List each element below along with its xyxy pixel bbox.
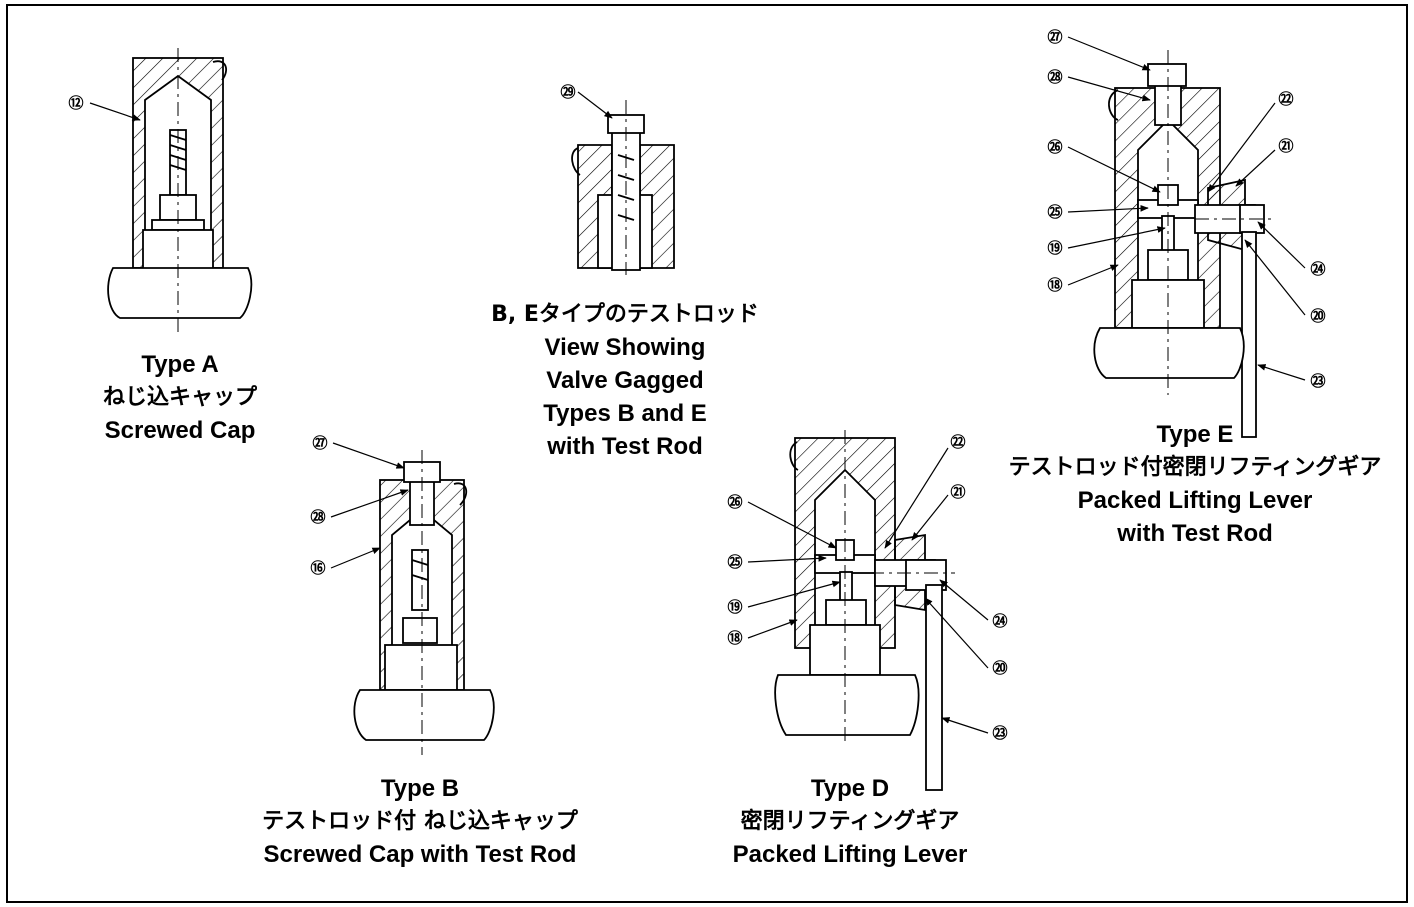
callout-type-e-8: ㉔	[1310, 260, 1325, 278]
gagged-jp: B, Eタイプのテストロッド	[491, 302, 759, 327]
type-e-title: Type E	[1156, 421, 1234, 448]
type-e-jp: テストロッド付密閉リフティングギア	[1008, 455, 1382, 480]
callout-type-b-1: ㉘	[310, 508, 325, 526]
type-d-jp: 密閉リフティングギア	[740, 809, 960, 834]
callout-type-d-3: ⑱	[727, 629, 742, 647]
sheet-border	[6, 4, 1408, 903]
callout-type-e-3: ㉕	[1047, 203, 1062, 221]
callout-gagged-0: ㉙	[560, 83, 575, 101]
gagged-line-2: Valve Gagged	[546, 367, 704, 394]
gagged-caption: B, Eタイプのテストロッド View Showing Valve Gagged…	[470, 298, 780, 463]
type-a-caption: Type A ねじ込キャップ Screwed Cap	[70, 348, 290, 447]
type-d-drawing	[774, 430, 955, 791]
callout-type-d-8: ㉓	[992, 724, 1007, 742]
callout-type-e-7: ㉑	[1278, 137, 1293, 155]
type-a-title: Type A	[141, 351, 219, 378]
callout-type-e-9: ⑳	[1310, 307, 1325, 325]
gagged-view-drawing	[571, 100, 675, 275]
callout-type-e-6: ㉒	[1278, 90, 1293, 108]
type-e-en: Packed Lifting Lever	[1077, 487, 1313, 514]
type-e-drawing	[1093, 50, 1275, 438]
type-b-drawing	[353, 450, 495, 755]
type-d-caption: Type D 密閉リフティングギア Packed Lifting Lever	[700, 772, 1000, 871]
callout-type-d-4: ㉒	[950, 433, 965, 451]
type-e-caption: Type E テストロッド付密閉リフティングギア Packed Lifting …	[990, 418, 1400, 550]
type-b-jp: テストロッド付 ねじ込キャップ	[262, 809, 578, 834]
callout-type-d-6: ㉔	[992, 612, 1007, 630]
type-b-en: Screwed Cap with Test Rod	[263, 841, 577, 868]
type-a-drawing	[107, 48, 253, 332]
callout-type-e-5: ⑱	[1047, 276, 1062, 294]
type-d-title: Type D	[810, 775, 890, 802]
callout-type-b-2: ⑯	[310, 559, 325, 577]
callout-type-e-4: ⑲	[1047, 239, 1062, 257]
callout-type-e-1: ㉘	[1047, 68, 1062, 86]
type-a-en: Screwed Cap	[104, 417, 256, 444]
type-b-title: Type B	[380, 775, 460, 802]
callout-type-a-0: ⑫	[68, 94, 83, 112]
gagged-line-4: with Test Rod	[547, 433, 703, 460]
type-e-en-2: with Test Rod	[1117, 520, 1273, 547]
callout-type-d-0: ㉖	[727, 493, 742, 511]
callout-type-d-5: ㉑	[950, 483, 965, 501]
callout-type-e-10: ㉓	[1310, 372, 1325, 390]
callout-type-b-0: ㉗	[312, 434, 327, 452]
callout-type-d-7: ⑳	[992, 659, 1007, 677]
type-d-en: Packed Lifting Lever	[732, 841, 968, 868]
callout-type-e-0: ㉗	[1047, 28, 1062, 46]
gagged-line-3: Types B and E	[543, 400, 707, 427]
callout-type-d-2: ⑲	[727, 598, 742, 616]
type-a-jp: ねじ込キャップ	[102, 385, 257, 410]
callout-type-d-1: ㉕	[727, 553, 742, 571]
gagged-line-1: View Showing	[544, 334, 706, 361]
callout-type-e-2: ㉖	[1047, 138, 1062, 156]
type-b-caption: Type B テストロッド付 ねじ込キャップ Screwed Cap with …	[240, 772, 600, 871]
